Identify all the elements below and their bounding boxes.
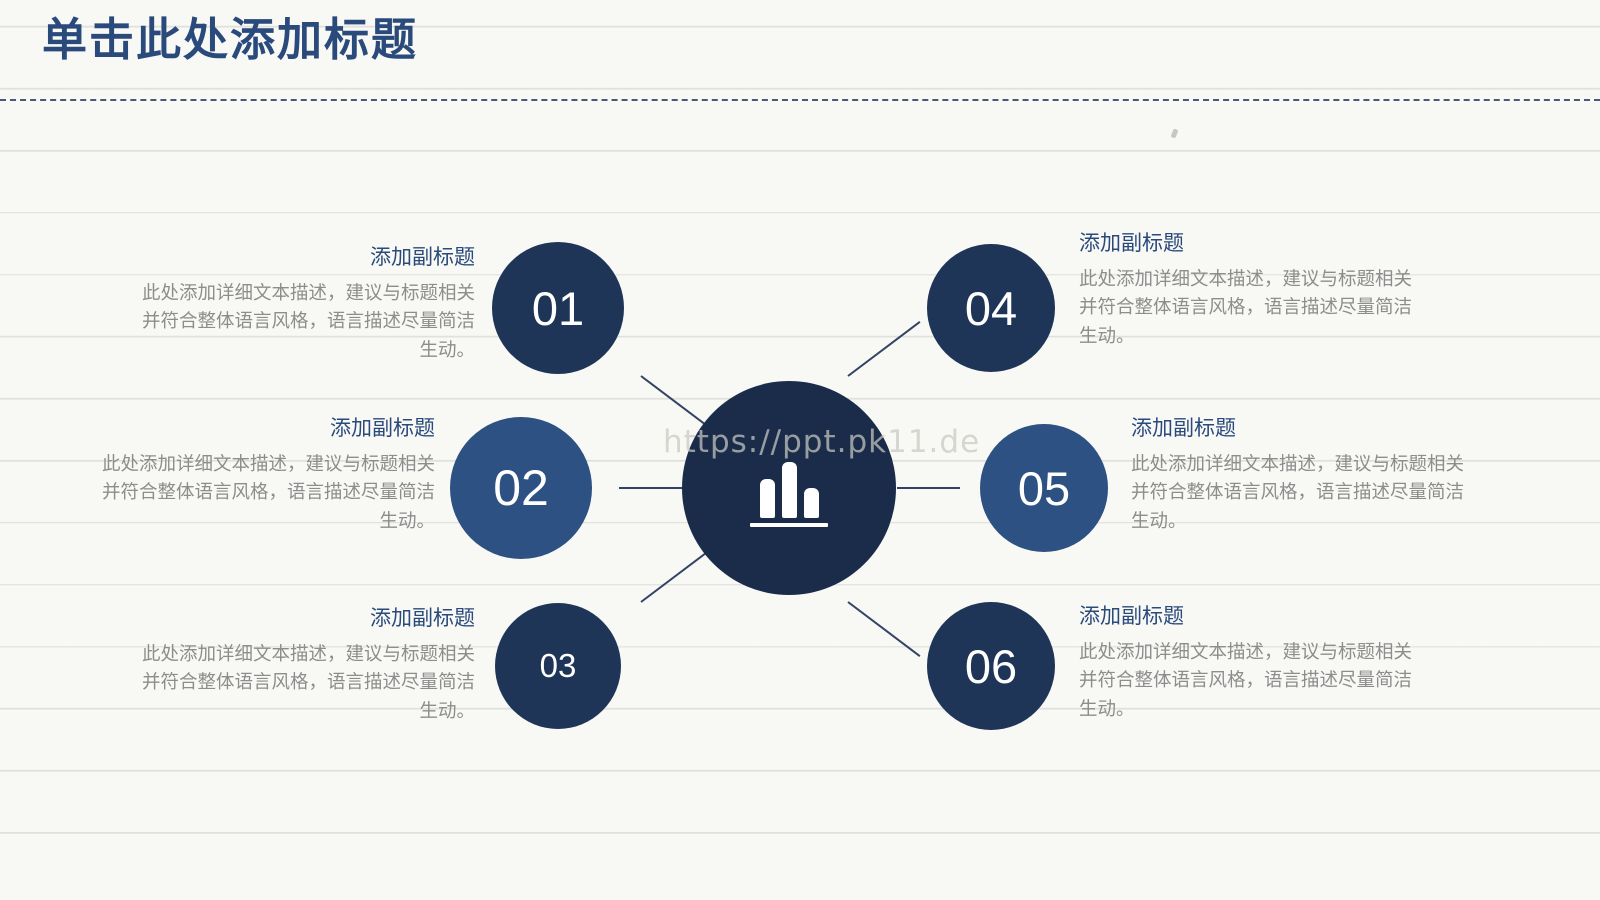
- header-divider: [0, 99, 1600, 101]
- item-text-03: 添加副标题 此处添加详细文本描述，建议与标题相关并符合整体语言风格，语言描述尽量…: [130, 605, 475, 725]
- item-body-04: 此处添加详细文本描述，建议与标题相关并符合整体语言风格，语言描述尽量简洁生动。: [1079, 268, 1413, 346]
- item-number-06: 06: [964, 639, 1018, 693]
- item-circle-01[interactable]: 01: [492, 242, 624, 374]
- item-text-05: 添加副标题 此处添加详细文本描述，建议与标题相关并符合整体语言风格，语言描述尽量…: [1131, 415, 1479, 535]
- page-speck-artifact: [1170, 128, 1179, 139]
- item-body-02: 此处添加详细文本描述，建议与标题相关并符合整体语言风格，语言描述尽量简洁生动。: [101, 453, 435, 531]
- page-title: 单击此处添加标题: [42, 14, 419, 65]
- item-body-05: 此处添加详细文本描述，建议与标题相关并符合整体语言风格，语言描述尽量简洁生动。: [1131, 453, 1465, 531]
- item-number-04: 04: [964, 281, 1018, 335]
- bar-chart-icon: [750, 458, 828, 527]
- item-circle-02[interactable]: 02: [450, 417, 592, 559]
- connector-line-03: [640, 547, 714, 603]
- item-subtitle-01: 添加副标题: [370, 246, 475, 269]
- bar-chart-bar-3: [803, 488, 819, 518]
- item-body-01: 此处添加详细文本描述，建议与标题相关并符合整体语言风格，语言描述尽量简洁生动。: [141, 282, 475, 360]
- bar-chart-bar-1: [759, 479, 775, 518]
- item-body-06: 此处添加详细文本描述，建议与标题相关并符合整体语言风格，语言描述尽量简洁生动。: [1079, 641, 1413, 719]
- item-number-03: 03: [539, 647, 577, 684]
- bar-chart-bar-2: [781, 462, 797, 518]
- connector-line-01: [640, 375, 714, 431]
- connector-line-02: [619, 487, 682, 489]
- item-text-01: 添加副标题 此处添加详细文本描述，建议与标题相关并符合整体语言风格，语言描述尽量…: [130, 244, 475, 364]
- connector-line-04: [847, 321, 921, 377]
- item-subtitle-05: 添加副标题: [1131, 417, 1236, 440]
- item-circle-03[interactable]: 03: [495, 603, 621, 729]
- connector-line-05: [897, 487, 960, 489]
- item-body-03: 此处添加详细文本描述，建议与标题相关并符合整体语言风格，语言描述尽量简洁生动。: [141, 643, 475, 721]
- item-circle-06[interactable]: 06: [927, 602, 1055, 730]
- item-number-01: 01: [531, 281, 585, 335]
- bar-chart-baseline: [750, 523, 828, 527]
- item-subtitle-06: 添加副标题: [1079, 605, 1184, 628]
- item-text-06: 添加副标题 此处添加详细文本描述，建议与标题相关并符合整体语言风格，语言描述尽量…: [1079, 603, 1427, 723]
- item-text-02: 添加副标题 此处添加详细文本描述，建议与标题相关并符合整体语言风格，语言描述尽量…: [90, 415, 435, 535]
- connector-line-06: [847, 601, 921, 657]
- item-text-04: 添加副标题 此处添加详细文本描述，建议与标题相关并符合整体语言风格，语言描述尽量…: [1079, 230, 1427, 350]
- item-subtitle-02: 添加副标题: [330, 417, 435, 440]
- item-circle-04[interactable]: 04: [927, 244, 1055, 372]
- item-number-05: 05: [1017, 461, 1071, 515]
- item-circle-05[interactable]: 05: [980, 424, 1108, 552]
- center-hub-circle[interactable]: [682, 381, 896, 595]
- item-number-02: 02: [493, 460, 549, 516]
- item-subtitle-04: 添加副标题: [1079, 232, 1184, 255]
- item-subtitle-03: 添加副标题: [370, 607, 475, 630]
